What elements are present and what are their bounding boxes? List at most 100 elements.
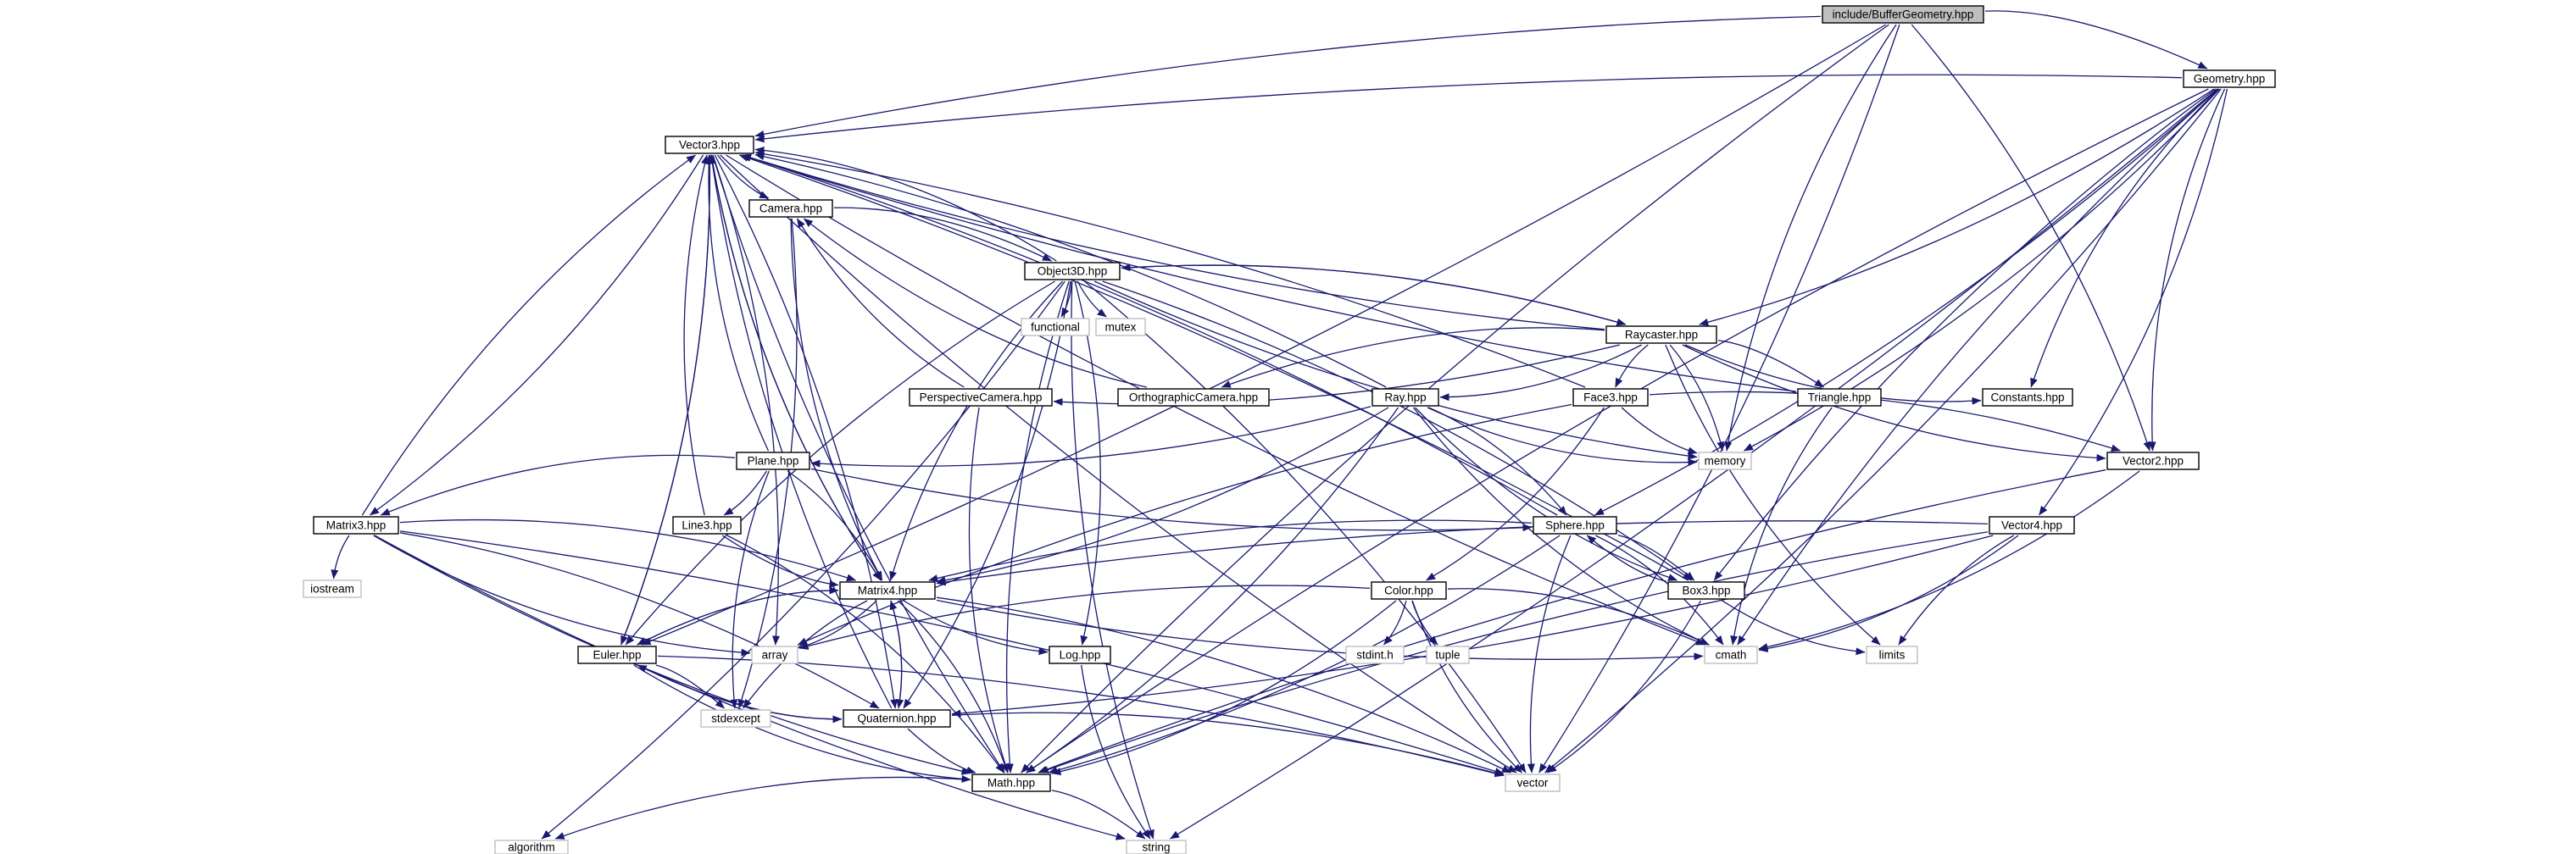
edge-quaternion-to-vector <box>951 712 1505 777</box>
node-string-label: string <box>1142 841 1170 854</box>
edge-quaternion-to-euler <box>637 664 843 720</box>
node-geometry[interactable]: Geometry.hpp <box>2183 69 2276 88</box>
node-quaternion[interactable]: Quaternion.hpp <box>843 709 951 728</box>
node-mutex[interactable]: mutex <box>1095 318 1146 336</box>
node-triangle[interactable]: Triangle.hpp <box>1797 388 1882 407</box>
node-box3[interactable]: Box3.hpp <box>1667 581 1745 600</box>
edge-plane-to-matrix4 <box>787 470 883 581</box>
edge-geometry-to-vector3 <box>754 74 2183 143</box>
node-color-box <box>1371 581 1447 600</box>
node-stdexcept[interactable]: stdexcept <box>700 709 771 728</box>
node-tuple-label: tuple <box>1435 649 1460 662</box>
node-array[interactable]: array <box>751 646 798 664</box>
node-stdint-box <box>1345 646 1405 664</box>
node-triangle-label: Triangle.hpp <box>1808 391 1872 404</box>
node-object3d-box <box>1024 262 1121 280</box>
edge-triangle-to-cmath <box>1730 407 1833 646</box>
edge-line3-to-matrix4 <box>721 535 839 588</box>
node-camera[interactable]: Camera.hpp <box>748 199 833 218</box>
node-matrix3-label: Matrix3.hpp <box>326 519 387 532</box>
node-perspectivecamera-label: PerspectiveCamera.hpp <box>920 391 1043 404</box>
node-color[interactable]: Color.hpp <box>1371 581 1447 600</box>
edge-vector2-to-cmath <box>1758 470 2140 651</box>
node-math-label: Math.hpp <box>988 777 1035 790</box>
node-face3[interactable]: Face3.hpp <box>1572 388 1649 407</box>
node-object3d[interactable]: Object3D.hpp <box>1024 262 1121 280</box>
edge-raycaster-to-vector2 <box>1682 344 2106 462</box>
edge-geometry-to-cmath <box>1737 88 2218 646</box>
node-matrix4[interactable]: Matrix4.hpp <box>839 581 936 600</box>
node-iostream-box <box>303 580 362 598</box>
edge-color-to-vector <box>1411 600 1522 774</box>
edge-ray-to-matrix4 <box>936 407 1389 585</box>
edge-face3-to-array <box>797 403 1572 646</box>
edge-ray-to-cmath <box>1412 407 1710 646</box>
node-vector4-box <box>1989 516 2075 535</box>
edge-plane-to-matrix3 <box>380 454 736 516</box>
node-perspectivecamera[interactable]: PerspectiveCamera.hpp <box>909 388 1053 407</box>
node-cmath-box <box>1704 646 1758 664</box>
edge-matrix3-to-array <box>373 535 751 657</box>
node-cmath[interactable]: cmath <box>1704 646 1758 664</box>
node-vector3[interactable]: Vector3.hpp <box>665 136 754 154</box>
node-ray-box <box>1371 388 1439 407</box>
edge-euler-to-stdexcept <box>655 664 725 709</box>
node-log-label: Log.hpp <box>1060 649 1101 662</box>
node-ray[interactable]: Ray.hpp <box>1371 388 1439 407</box>
edge-geometry-to-memory <box>1744 88 2220 452</box>
node-memory[interactable]: memory <box>1698 452 1752 470</box>
node-vector2[interactable]: Vector2.hpp <box>2106 452 2200 470</box>
node-vector-box <box>1505 774 1561 792</box>
edge-quaternion-to-math <box>907 728 976 774</box>
node-iostream[interactable]: iostream <box>303 580 362 598</box>
node-limits-box <box>1866 646 1918 664</box>
edge-matrix4-to-cmath <box>936 599 1704 661</box>
node-functional[interactable]: functional <box>1021 318 1090 336</box>
edge-matrix3-to-vector3 <box>361 154 696 516</box>
edge-sphere-to-vector <box>1527 535 1572 774</box>
edge-object3d-to-algorithm <box>541 280 1065 840</box>
node-raycaster[interactable]: Raycaster.hpp <box>1605 325 1717 344</box>
node-stdint-label: stdint.h <box>1356 649 1394 662</box>
edge-vector3-to-array <box>712 154 781 646</box>
edge-vector4-to-cmath <box>1758 535 2019 652</box>
node-face3-box <box>1572 388 1649 407</box>
node-perspectivecamera-box <box>909 388 1053 407</box>
edge-quaternion-to-vector3 <box>708 154 893 709</box>
edge-matrix4-to-math <box>898 600 1009 774</box>
node-orthographiccamera[interactable]: OrthographicCamera.hpp <box>1117 388 1270 407</box>
node-line3[interactable]: Line3.hpp <box>672 516 742 535</box>
node-buffergeometry-label: include/BufferGeometry.hpp <box>1833 8 1974 21</box>
edge-ray-to-box3 <box>1415 407 1678 581</box>
node-constants[interactable]: Constants.hpp <box>1982 388 2073 407</box>
node-string[interactable]: string <box>1126 840 1187 854</box>
edge-object3d-to-mutex <box>1077 280 1107 318</box>
node-iostream-label: iostream <box>310 583 354 596</box>
edge-sphere-to-box3 <box>1617 535 1695 581</box>
node-object3d-label: Object3D.hpp <box>1038 265 1108 278</box>
node-stdint[interactable]: stdint.h <box>1345 646 1405 664</box>
node-matrix3[interactable]: Matrix3.hpp <box>313 516 399 535</box>
edge-line3-to-math <box>726 535 1004 774</box>
edge-matrix3-to-quaternion <box>399 532 880 709</box>
node-math[interactable]: Math.hpp <box>971 774 1051 792</box>
node-quaternion-label: Quaternion.hpp <box>857 713 936 725</box>
edge-plane-to-stdexcept <box>730 470 770 709</box>
node-tuple[interactable]: tuple <box>1426 646 1470 664</box>
node-ray-label: Ray.hpp <box>1384 391 1426 404</box>
node-raycaster-box <box>1605 325 1717 344</box>
node-euler[interactable]: Euler.hpp <box>577 646 657 664</box>
node-vector4[interactable]: Vector4.hpp <box>1989 516 2075 535</box>
edge-raycaster-to-ray <box>1439 344 1642 402</box>
edge-geometry-to-raycaster <box>1699 88 2215 326</box>
edge-color-to-array <box>798 585 1371 650</box>
node-limits[interactable]: limits <box>1866 646 1918 664</box>
node-algorithm[interactable]: algorithm <box>494 840 569 854</box>
node-buffergeometry[interactable]: include/BufferGeometry.hpp <box>1822 5 1984 24</box>
node-plane[interactable]: Plane.hpp <box>736 452 810 470</box>
node-sphere[interactable]: Sphere.hpp <box>1533 516 1617 535</box>
node-log[interactable]: Log.hpp <box>1049 646 1111 664</box>
node-vector[interactable]: vector <box>1505 774 1561 792</box>
node-line3-label: Line3.hpp <box>682 519 732 532</box>
